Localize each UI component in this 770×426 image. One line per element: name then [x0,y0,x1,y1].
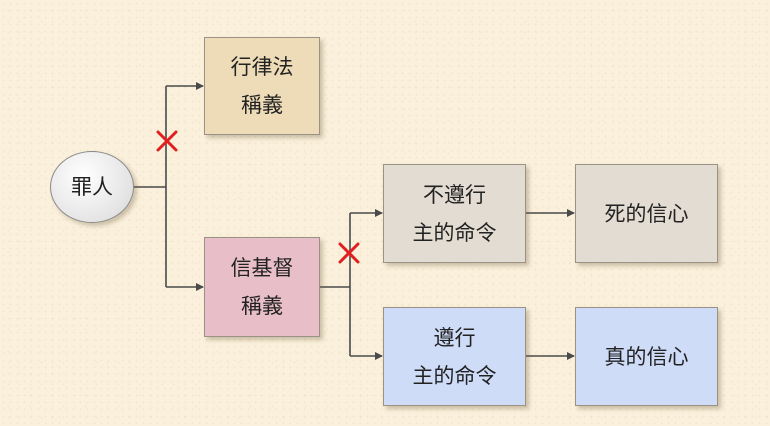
cross-icon [338,242,360,264]
node-true-faith: 真的信心 [575,307,718,406]
node-disobey-command: 不遵行 主的命令 [383,164,526,263]
node-obey-command: 遵行 主的命令 [383,307,526,406]
node-law-justification: 行律法 稱義 [204,37,320,135]
cross-icon [156,130,178,152]
node-sinner: 罪人 [50,151,134,223]
node-faith-justification: 信基督 稱義 [204,237,320,337]
node-dead-faith: 死的信心 [575,164,718,263]
